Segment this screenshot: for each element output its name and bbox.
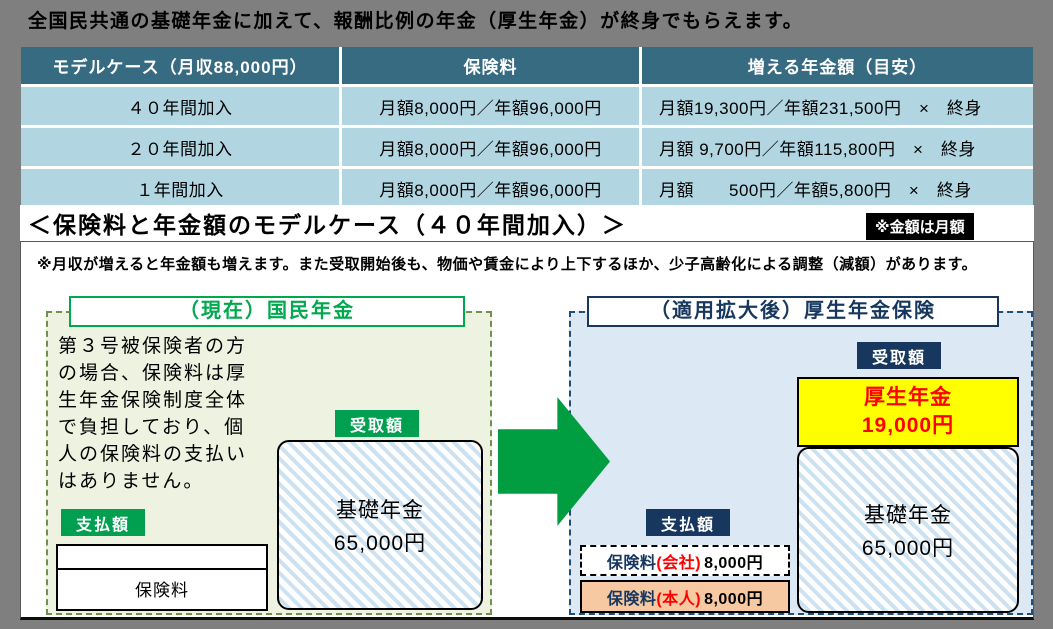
table-header-case: モデルケース（月収88,000円） <box>21 47 339 84</box>
premium-box: 保険料 <box>56 544 268 611</box>
expanded-pension-title: （適用拡大後）厚生年金保険 <box>587 296 999 327</box>
basic-pension-amount: 65,000円 <box>861 536 955 560</box>
basic-pension-box: 基礎年金 65,000円 <box>797 447 1019 613</box>
basic-pension-box: 基礎年金 65,000円 <box>277 440 483 610</box>
receive-amount-badge: 受取額 <box>335 410 419 437</box>
table-header-increase: 増える年金額（目安） <box>642 47 1033 84</box>
premium-divider <box>58 568 266 570</box>
section-heading-strip: ＜保険料と年金額のモデルケース（４０年間加入）＞ ※金額は月額 <box>20 205 1034 241</box>
model-case-table: モデルケース（月収88,000円） 保険料 増える年金額（目安） ４０年間加入 … <box>21 47 1033 207</box>
monthly-amount-badge: ※金額は月額 <box>866 213 974 240</box>
basic-pension-name: 基礎年金 <box>336 498 424 522</box>
self-premium-label: 保険料 <box>606 590 657 608</box>
premium-label: 保険料 <box>135 581 189 600</box>
self-premium-box: 保険料(本人)8,000円 <box>580 580 790 613</box>
self-premium-amount: 8,000円 <box>704 590 764 608</box>
current-pension-box: 第３号被保険者の方 の場合、保険料は厚 生年金保険制度全体 で負担しており、個 … <box>46 311 492 615</box>
table-cell-increase: 月額19,300円／年額231,500円 × 終身 <box>642 87 1033 125</box>
table-cell-increase: 月額 500円／年額5,800円 × 終身 <box>642 169 1033 207</box>
table-header-premium: 保険料 <box>342 47 639 84</box>
comparison-panel: ※月収が増えると年金額も増えます。また受取開始後も、物価や賃金により上下するほか… <box>20 241 1034 620</box>
company-premium-who: (会社) <box>656 554 702 572</box>
kosei-pension-amount: 19,000円 <box>861 414 955 437</box>
current-pension-title: （現在）国民年金 <box>69 296 465 327</box>
company-premium-label: 保険料 <box>606 554 657 572</box>
basic-pension-amount: 65,000円 <box>333 531 427 555</box>
company-premium-box: 保険料(会社)8,000円 <box>580 545 790 576</box>
table-cell-premium: 月額8,000円／年額96,000円 <box>342 87 639 125</box>
note-text: ※月収が増えると年金額も増えます。また受取開始後も、物価や賃金により上下するほか… <box>37 256 978 273</box>
section-heading: ＜保険料と年金額のモデルケース（４０年間加入）＞ <box>28 212 627 238</box>
table-cell-increase: 月額 9,700円／年額115,800円 × 終身 <box>642 128 1033 166</box>
table-cell-premium: 月額8,000円／年額96,000円 <box>342 128 639 166</box>
expanded-pension-box: 受取額 厚生年金 19,000円 基礎年金 65,000円 支払額 保険料(会社… <box>569 311 1033 615</box>
table-cell-case: １年間加入 <box>21 169 339 207</box>
page-title: 全国民共通の基礎年金に加えて、報酬比例の年金（厚生年金）が終身でもらえます。 <box>28 11 804 32</box>
pay-amount-badge: 支払額 <box>61 509 145 536</box>
kosei-pension-box: 厚生年金 19,000円 <box>797 377 1019 447</box>
receive-amount-badge: 受取額 <box>857 342 941 369</box>
kosei-pension-name: 厚生年金 <box>864 386 952 409</box>
table-cell-premium: 月額8,000円／年額96,000円 <box>342 169 639 207</box>
self-premium-who: (本人) <box>656 590 702 608</box>
table-cell-case: ２０年間加入 <box>21 128 339 166</box>
company-premium-amount: 8,000円 <box>704 554 764 572</box>
pay-amount-badge: 支払額 <box>646 509 730 536</box>
basic-pension-name: 基礎年金 <box>864 503 952 527</box>
table-cell-case: ４０年間加入 <box>21 87 339 125</box>
current-pension-description: 第３号被保険者の方 の場合、保険料は厚 生年金保険制度全体 で負担しており、個 … <box>58 336 248 492</box>
